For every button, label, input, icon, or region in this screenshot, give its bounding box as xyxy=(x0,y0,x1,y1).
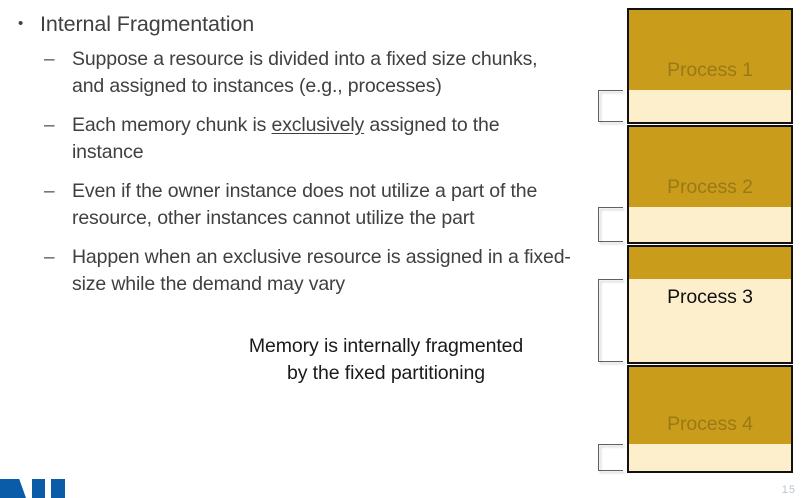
slide-heading-text: Internal Fragmentation xyxy=(40,12,255,36)
list-item-text: Even if the owner instance does not util… xyxy=(72,180,538,229)
slide-content: • Internal Fragmentation – Suppose a res… xyxy=(14,9,584,387)
logo-shape-3 xyxy=(51,479,65,498)
emphasis-text: exclusively xyxy=(271,114,365,136)
dash-marker-icon: – xyxy=(44,247,55,268)
memory-used-region xyxy=(629,247,791,279)
list-item-text-post: assigned to the instance xyxy=(72,114,500,163)
list-item: – Happen when an exclusive resource is a… xyxy=(44,244,584,298)
dash-marker-icon: – xyxy=(44,115,55,136)
memory-partition: Process 2 xyxy=(627,125,793,244)
list-item: – Suppose a resource is divided into a f… xyxy=(44,46,584,100)
diagram-caption-line-2: by the fixed partitioning xyxy=(286,362,486,384)
organization-logo xyxy=(0,479,66,498)
dash-marker-icon: – xyxy=(44,49,55,70)
internal-fragmentation-bracket xyxy=(598,444,623,471)
list-item-text: Happen when an exclusive resource is ass… xyxy=(72,246,571,295)
diagram-caption: Memory is internally fragmented by the f… xyxy=(190,333,582,387)
memory-partition: Process 1 xyxy=(627,8,793,124)
logo-shape-1 xyxy=(0,479,26,498)
memory-partition: Process 4 xyxy=(627,365,793,473)
list-item-text: Suppose a resource is divided into a fix… xyxy=(72,48,538,97)
memory-used-region xyxy=(629,10,791,90)
bullet-list: – Suppose a resource is divided into a f… xyxy=(44,46,584,310)
internal-fragmentation-bracket xyxy=(598,207,623,242)
internal-fragmentation-bracket xyxy=(598,90,623,122)
memory-partition: Process 3 xyxy=(627,245,793,364)
memory-partition-label: Process 4 xyxy=(667,413,753,435)
internal-fragmentation-bracket xyxy=(598,279,623,362)
logo-shape-2 xyxy=(32,479,45,498)
diagram-caption-line-1: Memory is internally fragmented xyxy=(248,335,524,357)
bullet-marker-icon: • xyxy=(18,15,24,32)
memory-partition-label: Process 1 xyxy=(667,59,753,81)
memory-used-region xyxy=(629,367,791,444)
memory-used-region xyxy=(629,127,791,207)
list-item: – Each memory chunk is exclusively assig… xyxy=(44,112,584,166)
memory-partition-label: Process 2 xyxy=(667,176,753,198)
memory-partition-label: Process 3 xyxy=(667,286,753,308)
list-item: – Even if the owner instance does not ut… xyxy=(44,178,584,232)
list-item-text: Each memory chunk is exclusively assigne… xyxy=(72,112,572,166)
dash-marker-icon: – xyxy=(44,181,55,202)
slide-heading: • Internal Fragmentation xyxy=(14,9,584,39)
list-item-text-pre: Each memory chunk is xyxy=(72,114,272,136)
page-number: 15 xyxy=(781,484,796,496)
memory-partition-diagram: Process 1 Process 2 Process 3 Process 4 xyxy=(598,8,793,473)
